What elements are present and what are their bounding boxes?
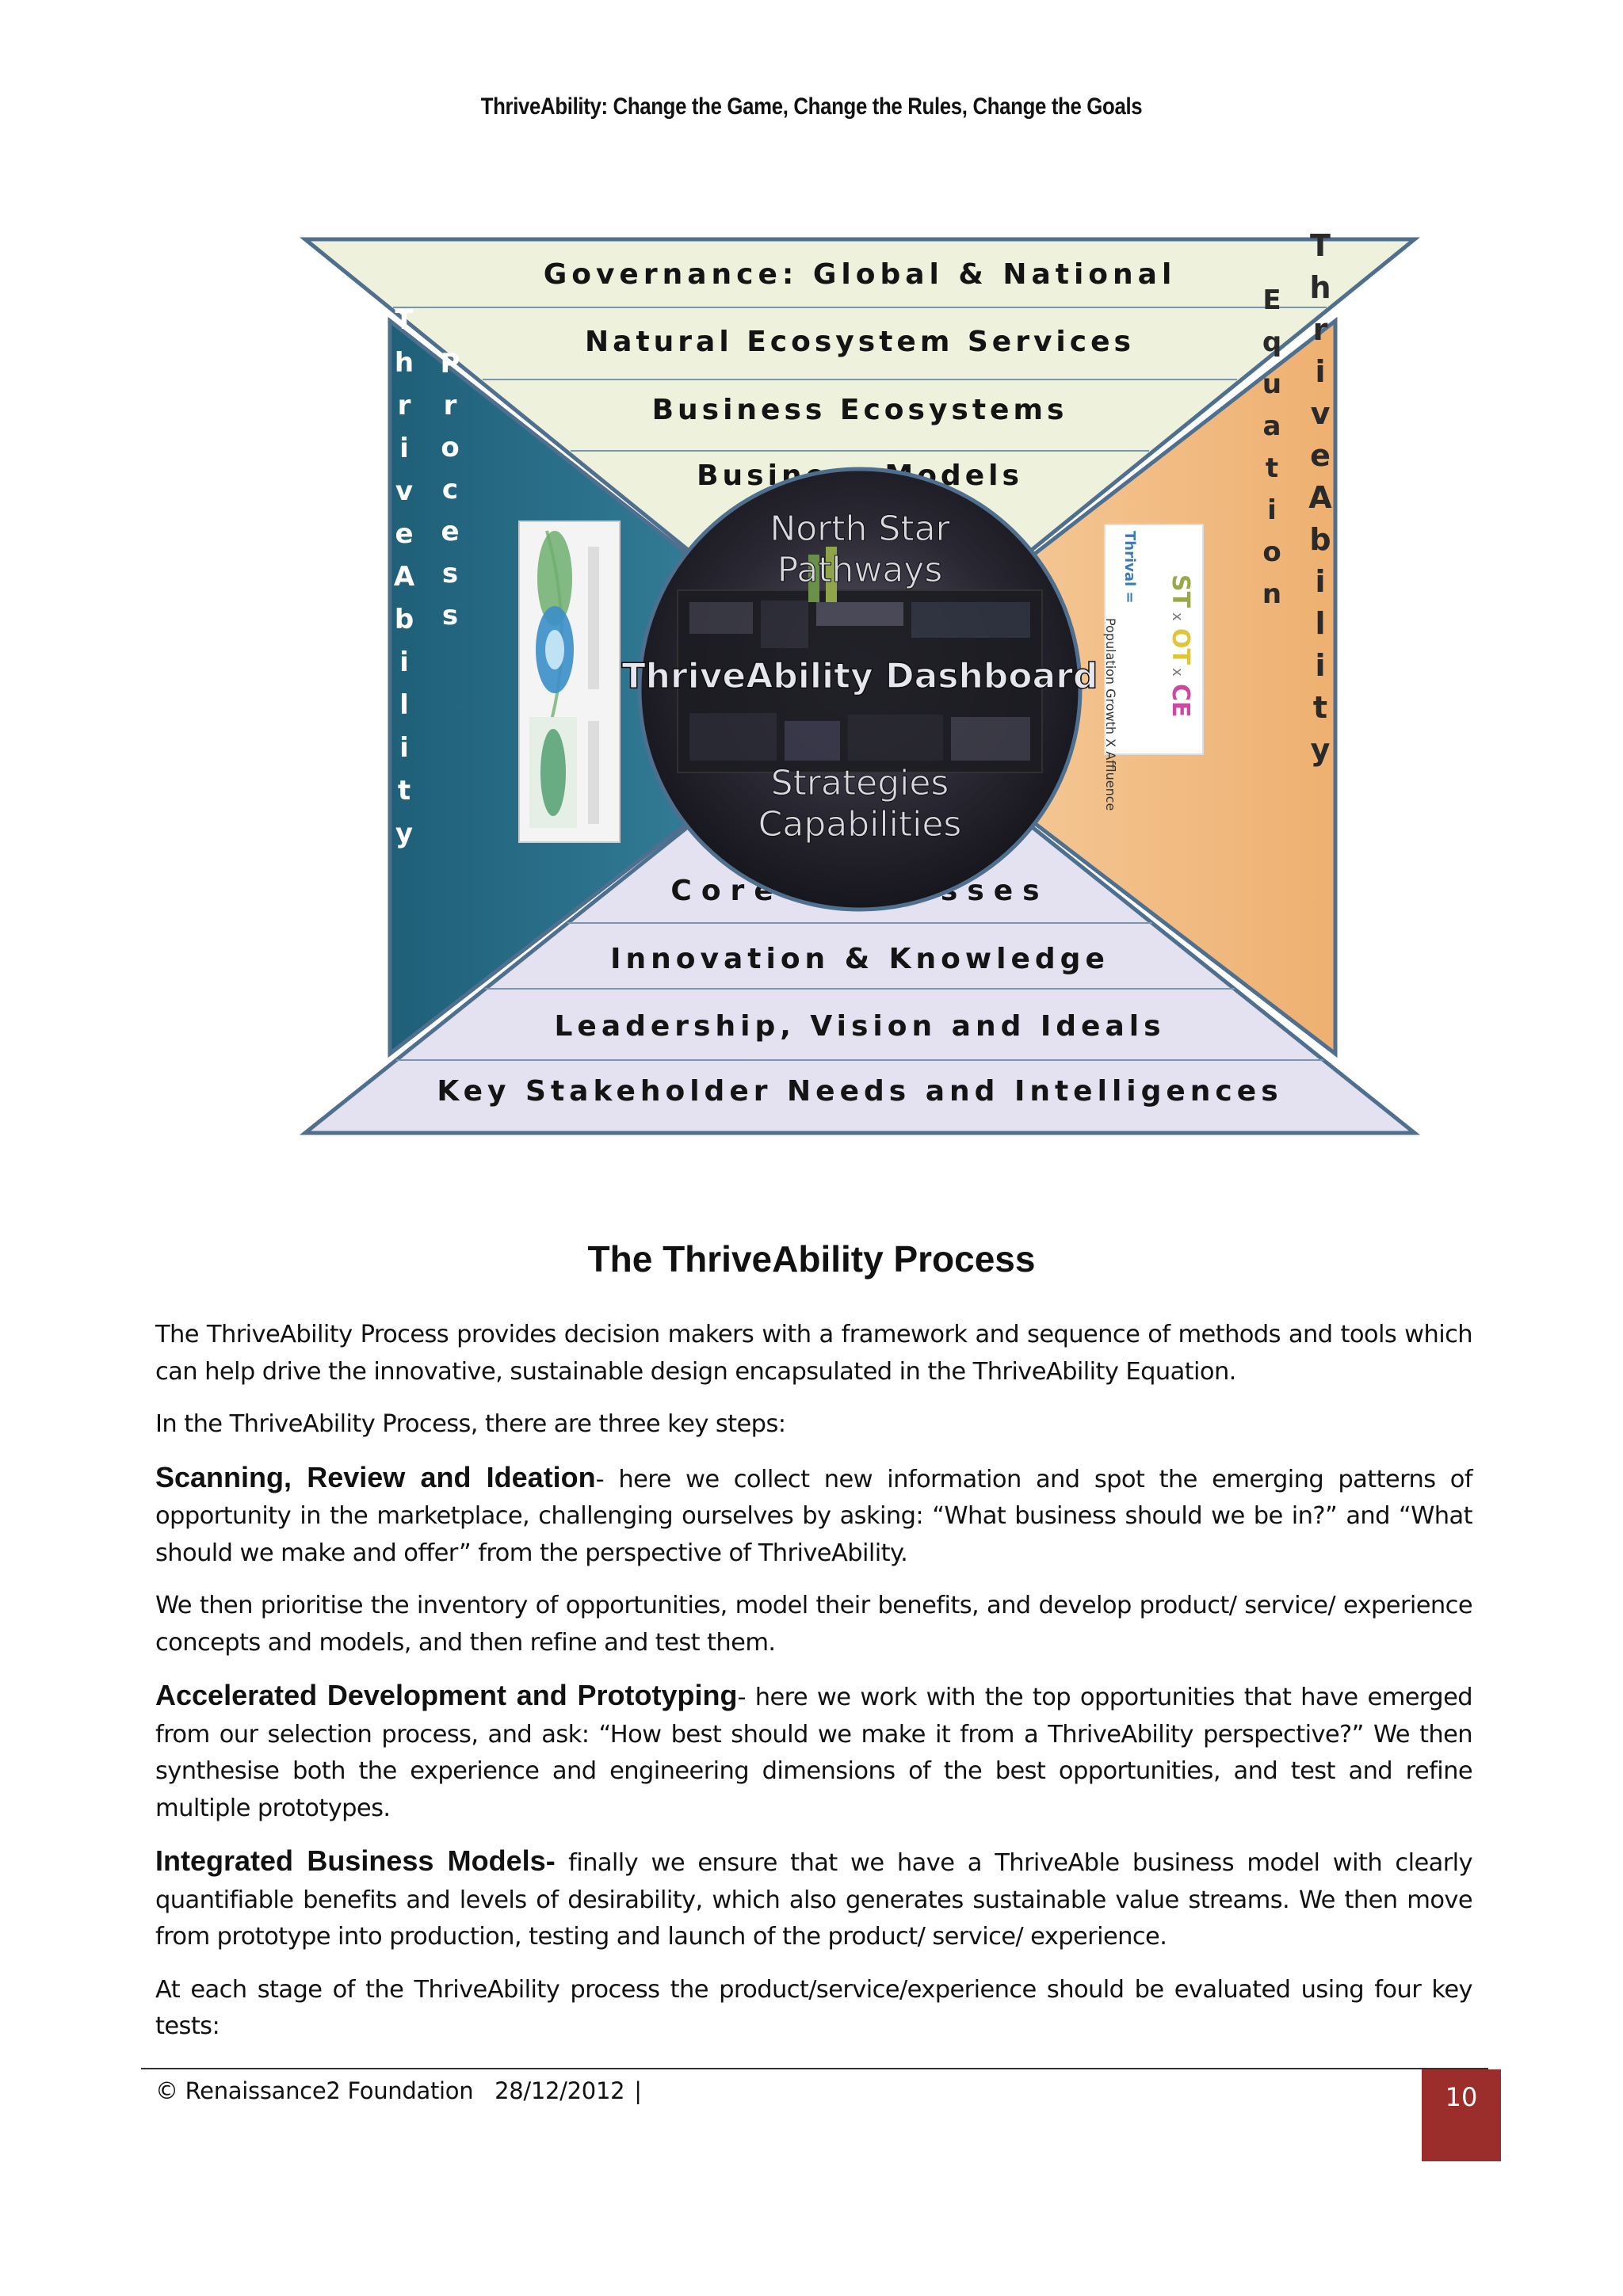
paragraph-6: Integrated Business Models- finally we e… [155, 1843, 1472, 1956]
paragraph-7: At each stage of the ThriveAbility proce… [155, 1972, 1472, 2046]
equation-ce: CE [1167, 684, 1194, 718]
right-inner-letter: t [1266, 452, 1278, 484]
center-north-star: North Star [769, 509, 950, 549]
right-inner-letter: a [1263, 410, 1281, 442]
band-leadership: Leadership, Vision and Ideals [554, 1010, 1165, 1043]
right-outer-letter: A [1308, 480, 1332, 515]
footer-copyright: © Renaissance2 Foundation [155, 2077, 473, 2104]
center-strategies: Strategies [771, 763, 949, 803]
paragraph-5: Accelerated Development and Prototyping-… [155, 1677, 1472, 1827]
center-capabilities: Capabilities [758, 804, 962, 845]
right-outer-letter: i [1315, 564, 1325, 599]
footer-separator: | [634, 2077, 641, 2104]
left-inner-letter: r [444, 390, 457, 421]
right-inner-letter: n [1262, 578, 1281, 610]
equation-op1: x [1169, 612, 1186, 621]
left-outer-letter: i [399, 433, 409, 464]
paragraph-4: We then prioritise the inventory of oppo… [155, 1588, 1472, 1661]
paragraph-lead: Integrated Business Models- [155, 1844, 556, 1877]
right-outer-letter: b [1309, 522, 1331, 557]
paragraph-lead: Scanning, Review and Ideation [155, 1461, 596, 1493]
center-dashboard-title: ThriveAbility Dashboard [622, 656, 1098, 696]
right-outer-letter: i [1315, 648, 1325, 683]
right-outer-letter: h [1309, 270, 1331, 305]
left-outer-letter: i [399, 732, 409, 764]
left-outer-letter: y [395, 818, 413, 849]
left-inner-letter: e [441, 516, 459, 547]
right-outer-letter: v [1311, 396, 1331, 431]
band-natural-ecosystem: Natural Ecosystem Services [585, 326, 1135, 358]
left-outer-letter: l [399, 689, 409, 721]
paragraph-lead: Accelerated Development and Prototyping [155, 1679, 737, 1711]
right-outer-letter: t [1313, 690, 1327, 725]
left-inner-letter: s [442, 558, 458, 589]
left-inner-letter: s [442, 600, 458, 631]
footer-date: 28/12/2012 [495, 2077, 624, 2104]
right-inner-letter: q [1262, 326, 1281, 358]
right-inner-letter: o [1262, 536, 1281, 568]
section-title: The ThriveAbility Process [0, 1238, 1623, 1280]
process-thumbnail [519, 521, 620, 842]
footer: © Renaissance2 Foundation 28/12/2012 | [155, 2077, 642, 2104]
right-inner-letter: u [1262, 368, 1281, 400]
left-outer-letter: e [395, 518, 413, 550]
right-outer-letter: r [1313, 312, 1328, 347]
left-inner-letter: P [441, 348, 460, 379]
paragraph-2: In the ThriveAbility Process, there are … [155, 1406, 1472, 1444]
right-outer-letter: i [1315, 354, 1325, 389]
right-outer-letter: y [1311, 732, 1331, 767]
equation-lhs: Thrival = [1121, 531, 1138, 604]
footer-divider [141, 2068, 1488, 2069]
equation-op2: x [1169, 668, 1186, 677]
equation-ot: OT [1167, 628, 1194, 666]
left-outer-letter: A [394, 561, 415, 593]
left-inner-letter: c [442, 474, 458, 505]
left-outer-letter: v [395, 475, 413, 507]
left-outer-letter: b [395, 604, 414, 635]
left-outer-letter: h [395, 347, 414, 379]
thriveability-diagram: Governance: Global & National Natural Ec… [293, 230, 1426, 1149]
band-innovation: Innovation & Knowledge [610, 943, 1109, 975]
paragraph-3: Scanning, Review and Ideation- here we c… [155, 1459, 1472, 1573]
left-outer-letter: T [395, 304, 414, 336]
band-key-stakeholder: Key Stakeholder Needs and Intelligences [437, 1075, 1282, 1108]
paragraph-1: The ThriveAbility Process provides decis… [155, 1317, 1472, 1390]
right-inner-letter: E [1262, 284, 1281, 316]
equation-st: ST [1167, 574, 1194, 608]
body-text: The ThriveAbility Process provides decis… [155, 1317, 1472, 2061]
right-outer-letter: e [1310, 438, 1331, 473]
equation-denominator: Population Growth X Affluence [1103, 618, 1118, 810]
left-outer-letter: r [398, 390, 411, 421]
running-header: ThriveAbility: Change the Game, Change t… [113, 93, 1509, 120]
band-governance: Governance: Global & National [544, 258, 1177, 291]
left-outer-letter: t [398, 775, 411, 807]
right-outer-letter: l [1315, 606, 1325, 641]
band-business-ecosystems: Business Ecosystems [652, 394, 1068, 426]
center-pathways: Pathways [777, 550, 943, 590]
page-number: 10 [1422, 2069, 1501, 2161]
right-inner-letter: i [1267, 494, 1277, 526]
right-outer-letter: T [1310, 230, 1331, 263]
left-outer-letter: i [399, 646, 409, 678]
left-inner-letter: o [441, 432, 459, 463]
